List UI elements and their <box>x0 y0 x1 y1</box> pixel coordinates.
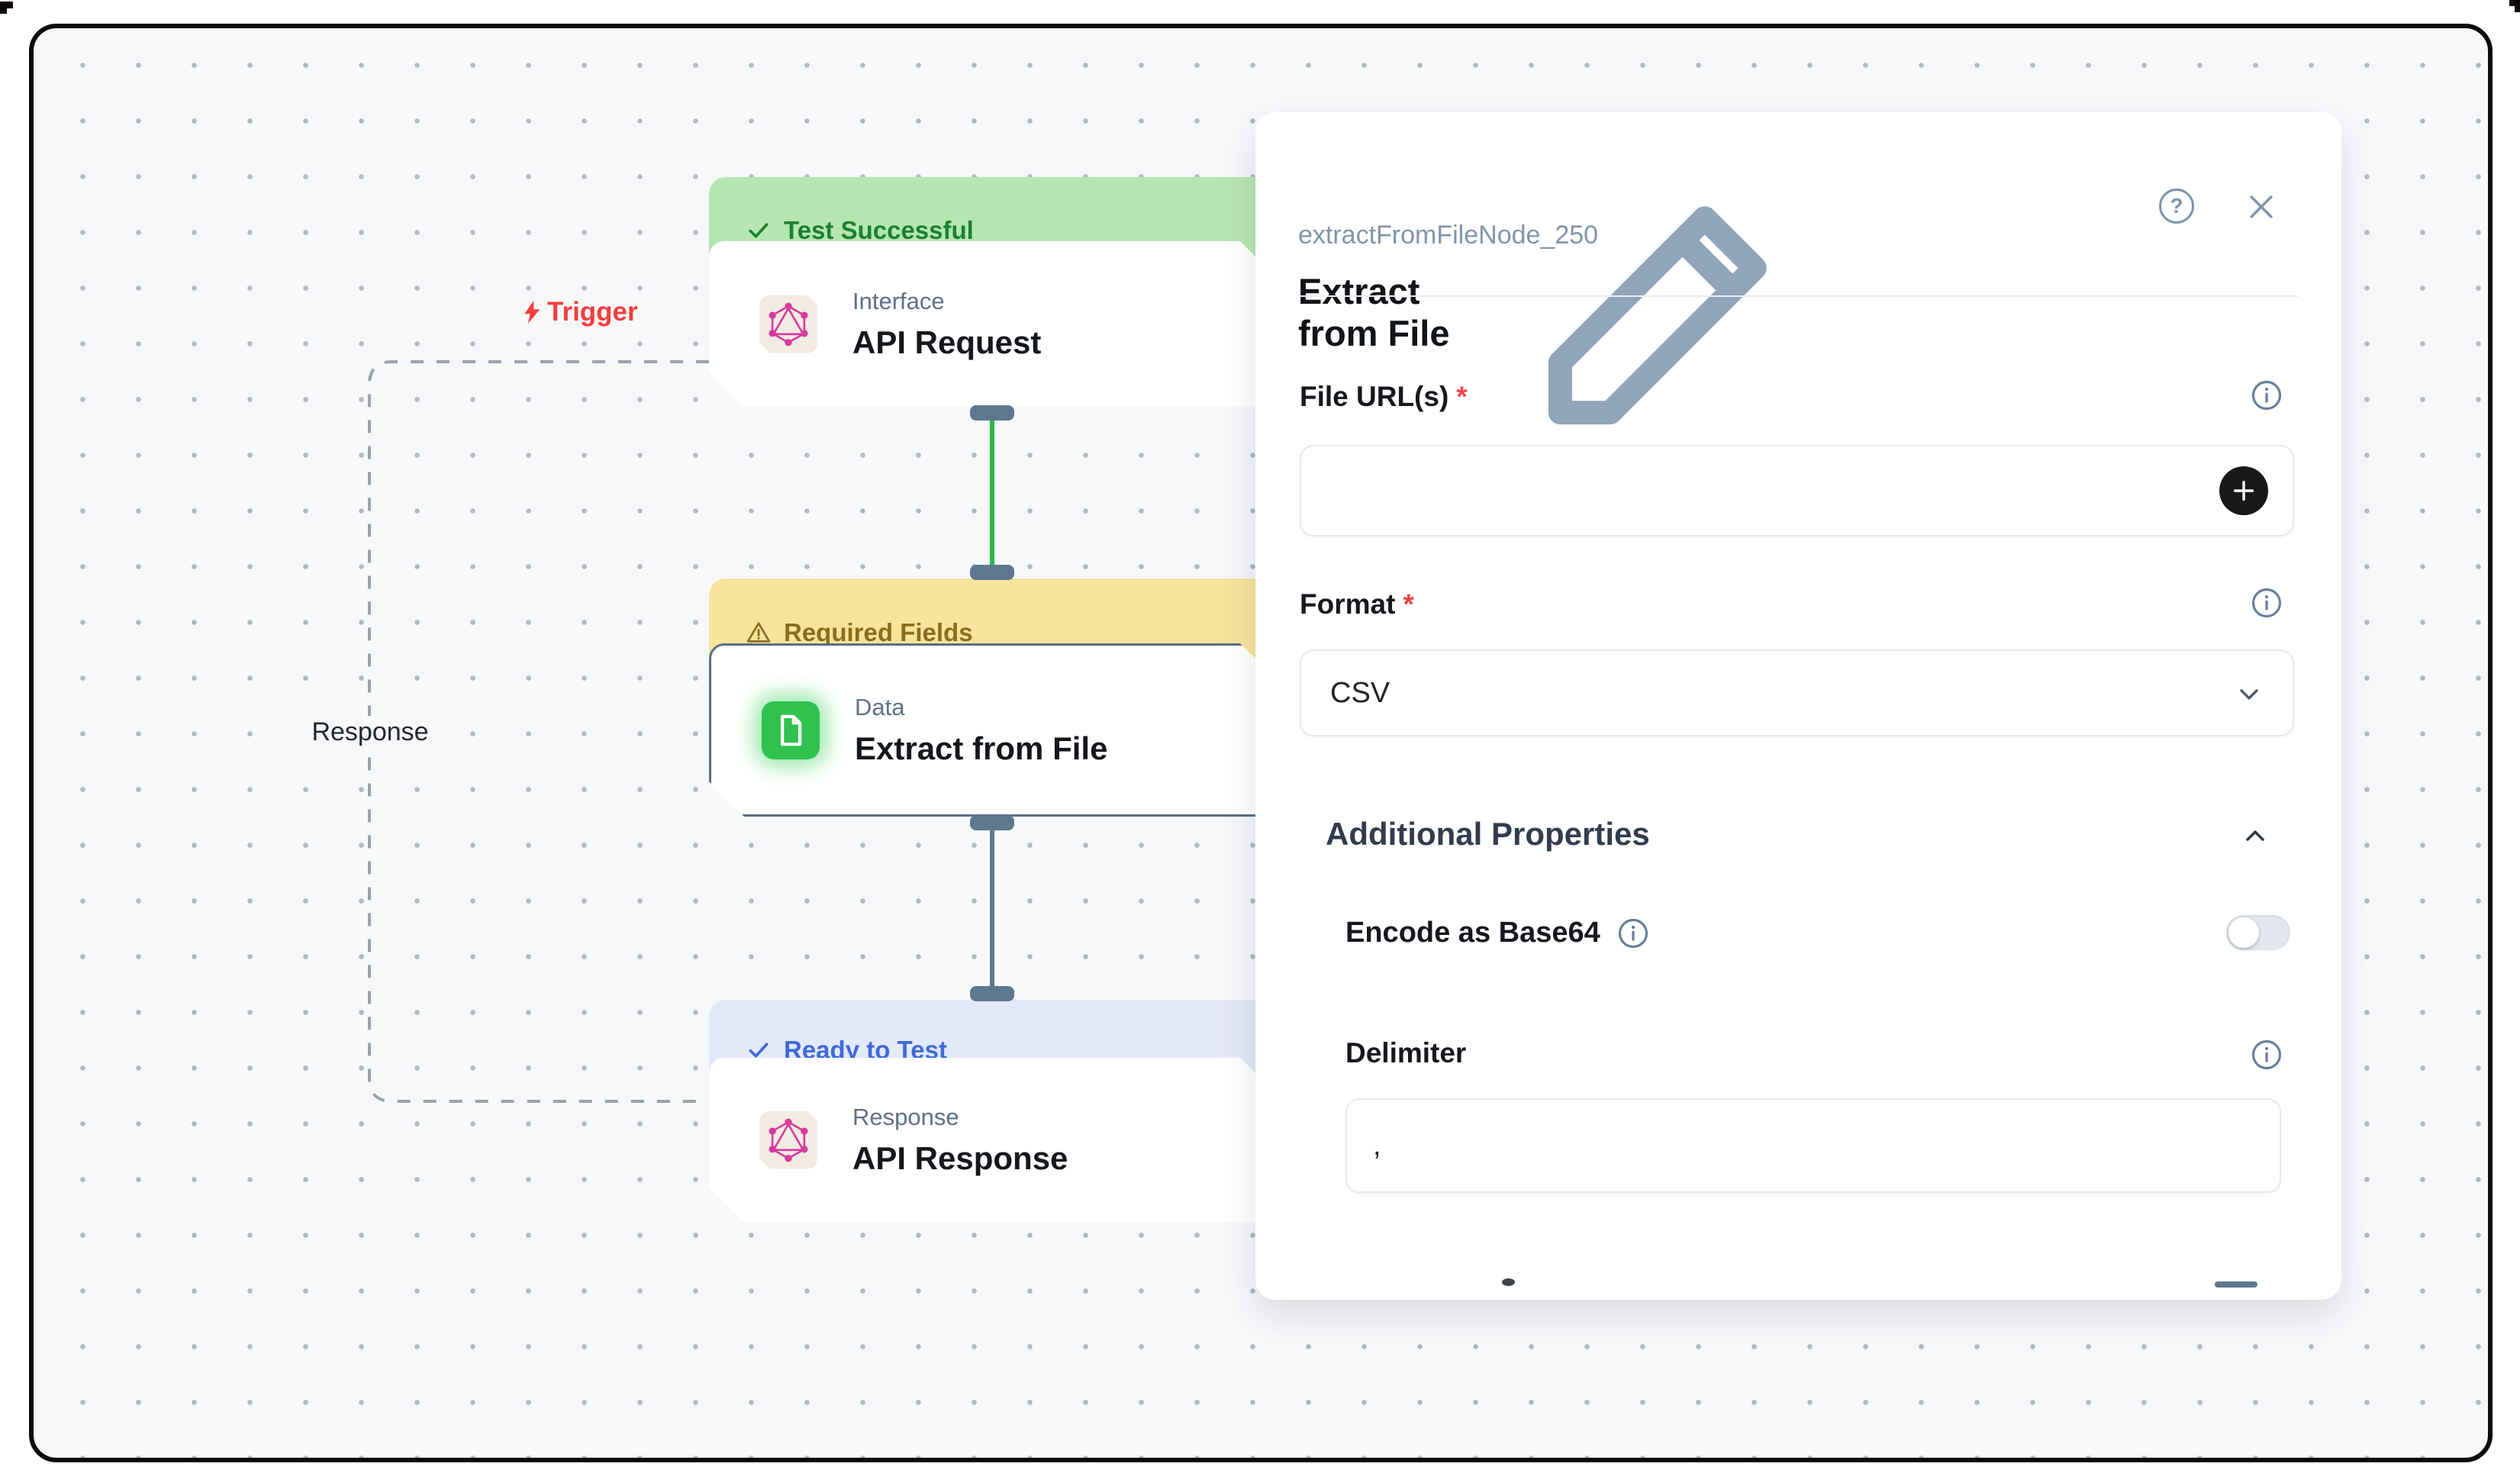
graphql-icon <box>759 295 817 353</box>
node-category: Data <box>855 693 905 720</box>
node-api-request[interactable]: Test Successful <box>709 177 1275 407</box>
info-icon[interactable] <box>2251 587 2283 619</box>
node-category: Response <box>852 1103 959 1130</box>
edit-pencil-icon[interactable] <box>1494 146 1827 479</box>
plus-icon <box>2233 480 2254 501</box>
cutoff-toggle-glyph <box>2215 1281 2257 1288</box>
node-card-selected[interactable]: Data Extract from File <box>709 643 1275 817</box>
connector-api-request-to-extract <box>990 416 994 572</box>
output-handle-extract[interactable] <box>970 815 1014 830</box>
add-file-url-button[interactable] <box>2219 466 2268 515</box>
chevron-down-icon <box>2234 678 2264 709</box>
response-edge-label: Response <box>302 716 438 749</box>
output-handle-api-request[interactable] <box>970 405 1014 421</box>
trigger-label: Trigger <box>518 297 638 327</box>
delimiter-input[interactable]: , <box>1345 1098 2281 1193</box>
header-divider <box>1298 295 2299 297</box>
graphql-icon <box>759 1111 817 1169</box>
node-status-text: Required Fields <box>784 617 973 646</box>
corner-artifact <box>2509 0 2520 6</box>
connector-extract-to-response <box>990 824 994 994</box>
warning-icon <box>746 621 771 643</box>
info-icon[interactable] <box>1617 917 1649 949</box>
file-icon <box>762 701 820 759</box>
info-icon[interactable] <box>2251 379 2283 411</box>
corner-artifact <box>0 8 7 14</box>
response-loop-connector <box>368 360 709 1103</box>
corner-artifact <box>0 2 13 8</box>
cutoff-field-glyph <box>1502 1278 1515 1286</box>
node-status-text: Test Successful <box>784 216 974 244</box>
toggle-knob <box>2228 917 2259 948</box>
corner-artifact <box>2515 6 2520 12</box>
input-handle-extract[interactable] <box>970 565 1014 580</box>
delimiter-label: Delimiter <box>1345 1037 1467 1068</box>
additional-properties-header[interactable]: Additional Properties <box>1326 816 1650 852</box>
node-card[interactable]: Response API Response <box>709 1058 1275 1222</box>
close-icon[interactable] <box>2244 190 2278 224</box>
file-urls-input[interactable] <box>1300 445 2294 537</box>
input-handle-api-response[interactable] <box>970 986 1014 1001</box>
node-api-response[interactable]: Ready to Test R <box>709 1000 1275 1222</box>
lightning-bolt-icon <box>524 301 540 324</box>
info-icon[interactable] <box>2251 1039 2283 1071</box>
trigger-label-text: Trigger <box>547 297 638 327</box>
encode-base64-toggle[interactable] <box>2226 915 2290 950</box>
node-id-text: extractFromFileNode_250 <box>1298 221 1599 250</box>
chevron-up-icon[interactable] <box>2240 820 2270 851</box>
node-extract-from-file[interactable]: Required Fields Data Extract from File <box>709 579 1275 817</box>
help-glyph: ? <box>2170 194 2183 218</box>
node-card[interactable]: Interface API Request <box>709 241 1275 407</box>
help-icon[interactable]: ? <box>2159 189 2194 224</box>
node-title: Extract from File <box>855 730 1108 766</box>
node-category: Interface <box>852 287 945 314</box>
node-config-panel: Extract from File extractFromFileNode_25… <box>1255 112 2341 1300</box>
check-icon <box>749 223 769 238</box>
file-urls-label: File URL(s)* <box>1300 381 1468 412</box>
panel-title: Extract from File <box>1298 271 1450 354</box>
encode-base64-label: Encode as Base64 <box>1345 917 1600 949</box>
format-label: Format* <box>1300 588 1414 620</box>
check-icon <box>749 1043 769 1058</box>
node-title: API Request <box>852 324 1042 360</box>
format-select[interactable]: CSV <box>1300 649 2294 736</box>
node-title: API Response <box>852 1139 1068 1176</box>
